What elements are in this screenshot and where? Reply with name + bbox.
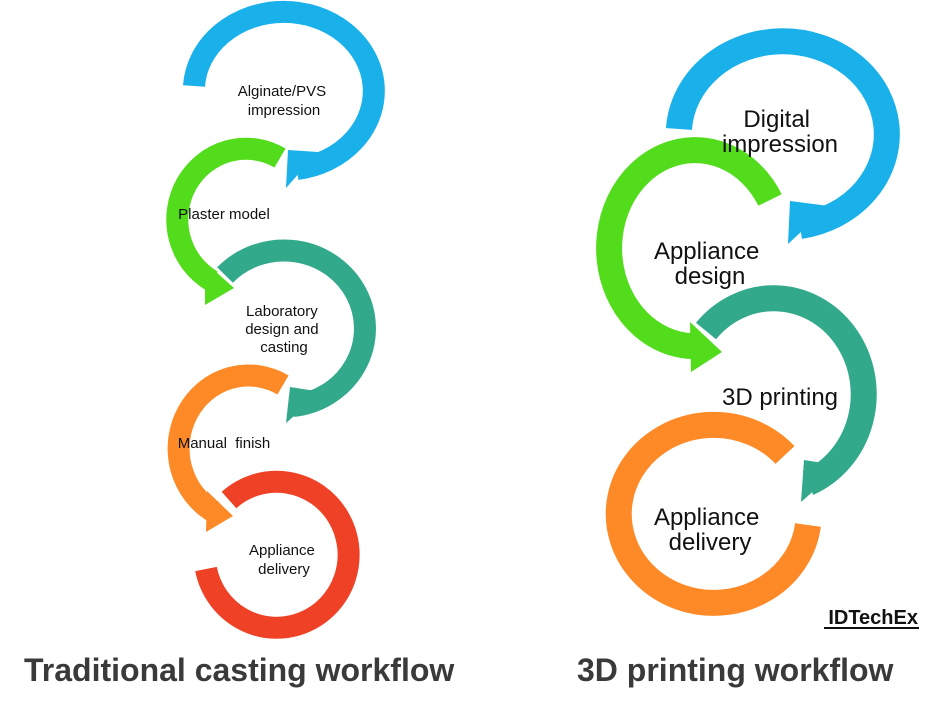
printing-step-4-label: Appliance delivery [654,504,766,556]
printing-workflow: Digital impression Appliance design 3D p… [577,28,900,688]
traditional-step-3-ring [217,239,376,423]
printing-step-1-arc [666,28,900,239]
traditional-step-2-label: Plaster model [178,206,270,223]
traditional-step-2-arrowhead [205,262,234,305]
printing-step-3-ring [695,285,877,502]
printing-step-4-ring [605,411,821,616]
traditional-step-3-arc [217,239,376,417]
printing-step-1-arrowhead [788,201,829,244]
traditional-step-4-arrowhead [206,491,233,532]
idtechex-logo-text: IDTechEx [828,607,918,629]
printing-step-1-label: Digital impression [722,106,838,158]
traditional-step-3-label: Laboratory design and casting [245,303,323,356]
traditional-step-4-arc [167,364,289,522]
traditional-step-1-label: Alginate/PVS impression [238,83,331,119]
traditional-step-5-arc [195,470,360,639]
traditional-step-2-ring [166,137,286,305]
printing-step-3-label: 3D printing [722,384,838,411]
printing-step-2-arrowhead [690,322,722,372]
printing-step-2-arc [596,137,782,360]
traditional-step-1-arc [183,0,385,180]
traditional-step-4-label: Manual finish [178,435,271,452]
printing-step-1-ring [666,28,900,244]
traditional-step-3-arrowhead [286,387,322,423]
printing-step-3-arrowhead [801,460,842,502]
printing-step-2-ring [596,137,782,372]
traditional-step-5-label: Appliance delivery [249,542,319,578]
traditional-step-5-ring [195,470,360,639]
traditional-step-4-ring [167,364,289,532]
printing-step-4-arc [605,411,821,616]
printing-step-2-label: Appliance design [654,238,766,290]
idtechex-logo: IDTechEx [824,607,919,629]
traditional-step-1-arrowhead [286,150,318,188]
traditional-step-1-ring [183,0,385,188]
printing-caption: 3D printing workflow [577,652,894,688]
traditional-step-2-arc [166,137,286,291]
traditional-workflow: Alginate/PVS impression Plaster model La… [24,0,454,688]
traditional-caption: Traditional casting workflow [24,652,454,688]
idtechex-logo-underline [824,627,919,629]
printing-step-3-arc [695,285,877,495]
